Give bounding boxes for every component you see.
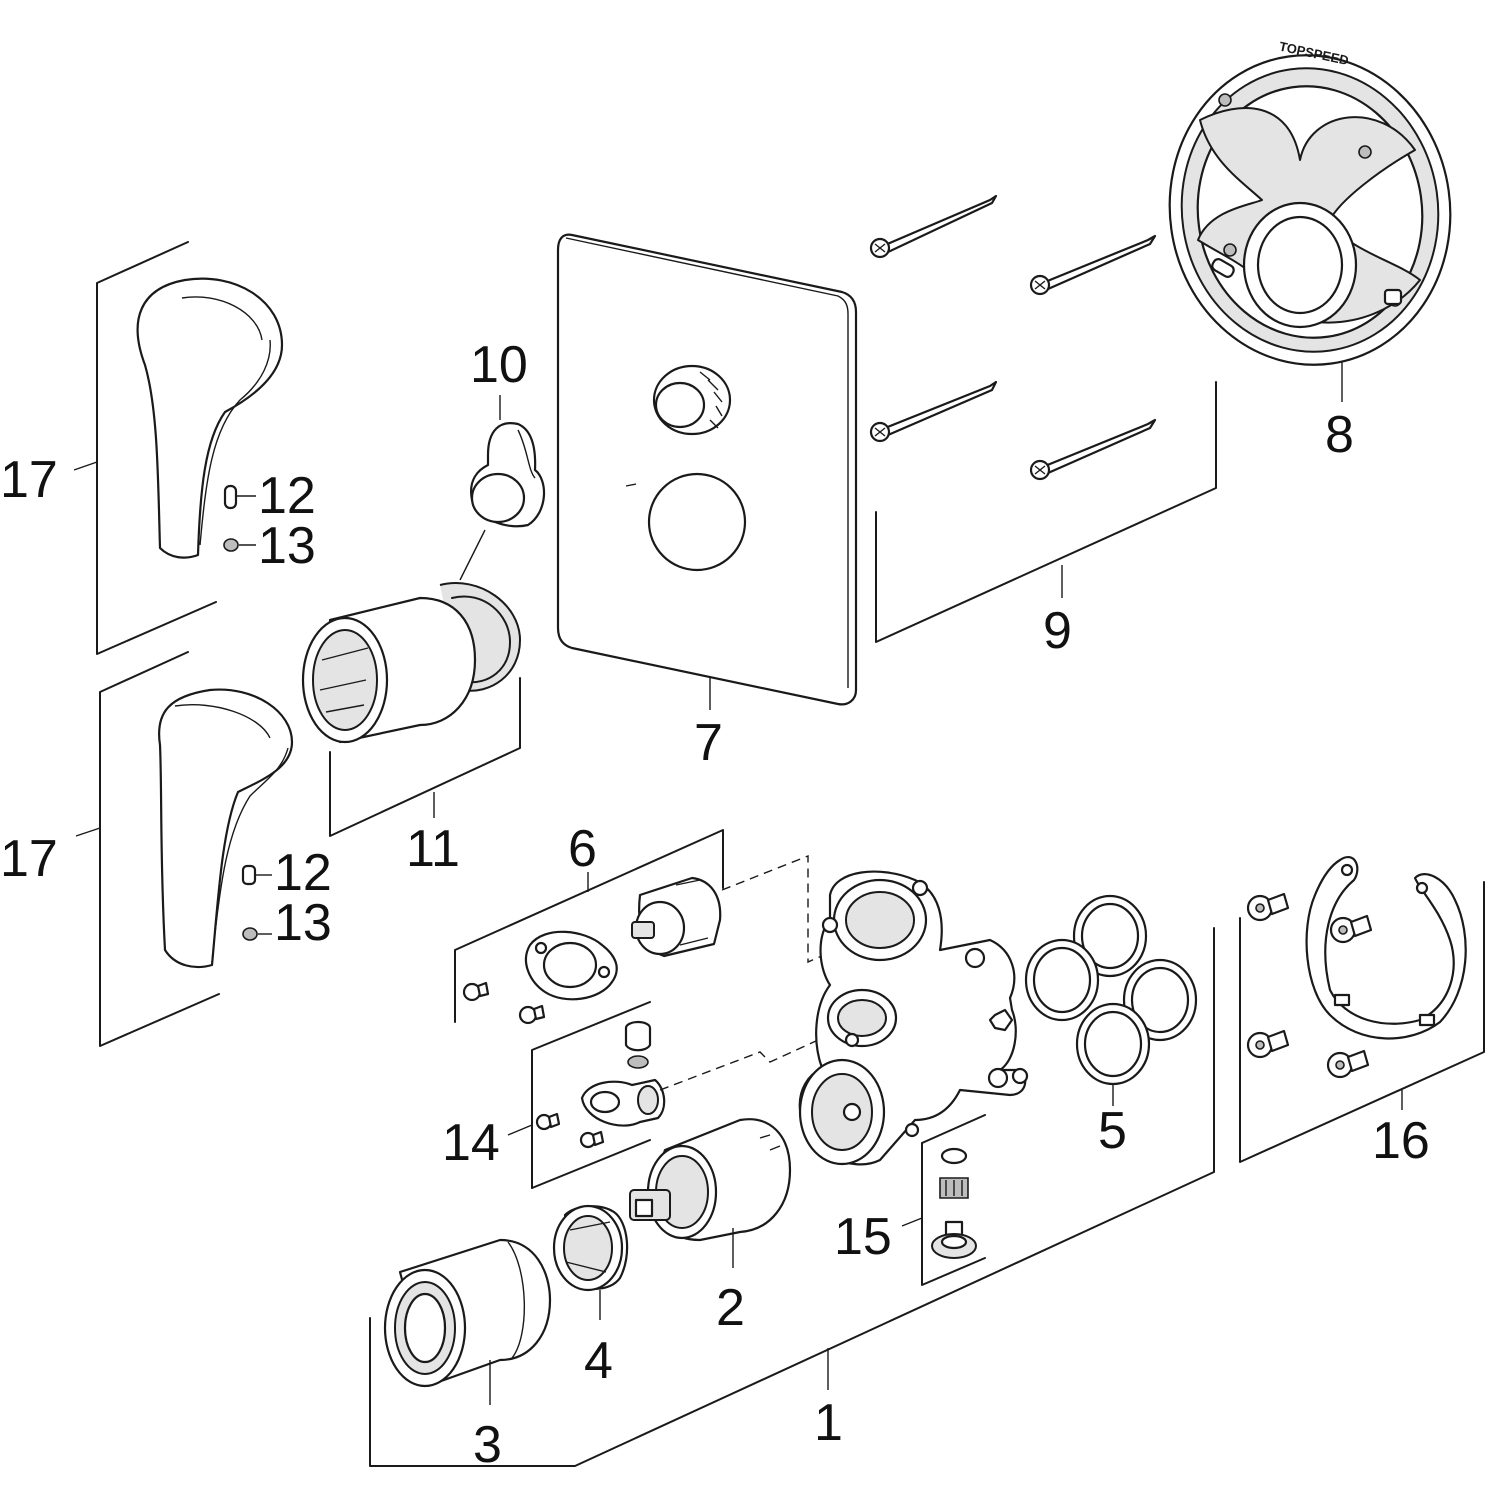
callout-12-bottom: 12 [274, 844, 332, 902]
extension-sleeve [383, 1238, 552, 1388]
callout-7: 7 [694, 714, 723, 772]
leader-17-bottom [75, 827, 101, 837]
escutcheon-sleeve [301, 582, 521, 744]
callout-4: 4 [584, 1332, 613, 1390]
retaining-bracket [1305, 856, 1467, 1040]
check-valve-cap [624, 1020, 652, 1069]
grub-screw-12-top [223, 484, 256, 510]
check-valve-body [580, 1078, 666, 1127]
mounting-ring: TOPSPEED [1168, 39, 1452, 366]
bracket-17-top [96, 241, 217, 655]
cover-plate [556, 233, 858, 706]
bracket-15 [921, 1142, 986, 1286]
diverter-cartridge [631, 876, 722, 958]
thermostat-knob-icon [652, 364, 732, 436]
diverter-knob [470, 422, 546, 528]
screw-1 [869, 194, 998, 259]
axis-14 [659, 1029, 841, 1091]
callout-9: 9 [1043, 602, 1072, 660]
cap-screw-16b [1329, 914, 1373, 944]
callout-3: 3 [473, 1416, 502, 1474]
lever-handle-flat [158, 688, 294, 969]
callout-13-bottom: 13 [274, 894, 332, 952]
cap-screw-13-top [223, 538, 256, 552]
screw-6b [518, 1004, 546, 1025]
cap-screw-16c [1246, 1029, 1290, 1059]
callout-16: 16 [1372, 1112, 1430, 1170]
callout-12-top: 12 [258, 467, 316, 525]
bracket-1 [369, 927, 1215, 1467]
bracket-16 [1239, 881, 1485, 1163]
leader-17-top [73, 461, 98, 471]
callout-17-bottom: 17 [0, 830, 58, 888]
screw-14b [579, 1130, 605, 1149]
gasket-plate [524, 930, 618, 1001]
adapter-ring [552, 1204, 629, 1292]
mounting-screws [869, 194, 1157, 481]
screw-3 [869, 380, 998, 443]
callout-11: 11 [406, 820, 460, 878]
leader-14 [507, 1124, 533, 1136]
bracket-17-bottom [99, 651, 220, 1047]
leader-15 [901, 1217, 923, 1227]
callout-10: 10 [470, 336, 528, 394]
callout-2: 2 [716, 1279, 745, 1337]
o-ring-set [1024, 894, 1198, 1086]
flow-restrictor-parts [931, 1147, 977, 1259]
mixing-cartridge [629, 1118, 792, 1242]
bracket-6 [454, 829, 724, 1023]
screw-4 [1029, 418, 1157, 481]
cap-screw-16d [1326, 1049, 1370, 1079]
callout-1: 1 [814, 1394, 843, 1452]
callout-13-top: 13 [258, 517, 316, 575]
bracket-11 [329, 677, 521, 837]
grub-screw-12-bottom [241, 864, 272, 886]
screw-14a [535, 1112, 561, 1131]
callout-5: 5 [1098, 1102, 1127, 1160]
bracket-9 [875, 381, 1217, 643]
callout-14: 14 [442, 1114, 500, 1172]
axis-10 [459, 529, 486, 581]
lever-handle-round [136, 277, 284, 559]
cap-screw-16a [1246, 892, 1290, 922]
callout-17-top: 17 [0, 451, 58, 509]
callout-15: 15 [834, 1208, 892, 1266]
cap-screw-13-bottom [242, 927, 272, 941]
bracket-14 [531, 1001, 651, 1189]
callout-6: 6 [568, 820, 597, 878]
callout-8: 8 [1325, 406, 1354, 464]
screw-2 [1029, 234, 1157, 296]
screw-6a [462, 981, 490, 1002]
valve-body [798, 870, 1029, 1166]
